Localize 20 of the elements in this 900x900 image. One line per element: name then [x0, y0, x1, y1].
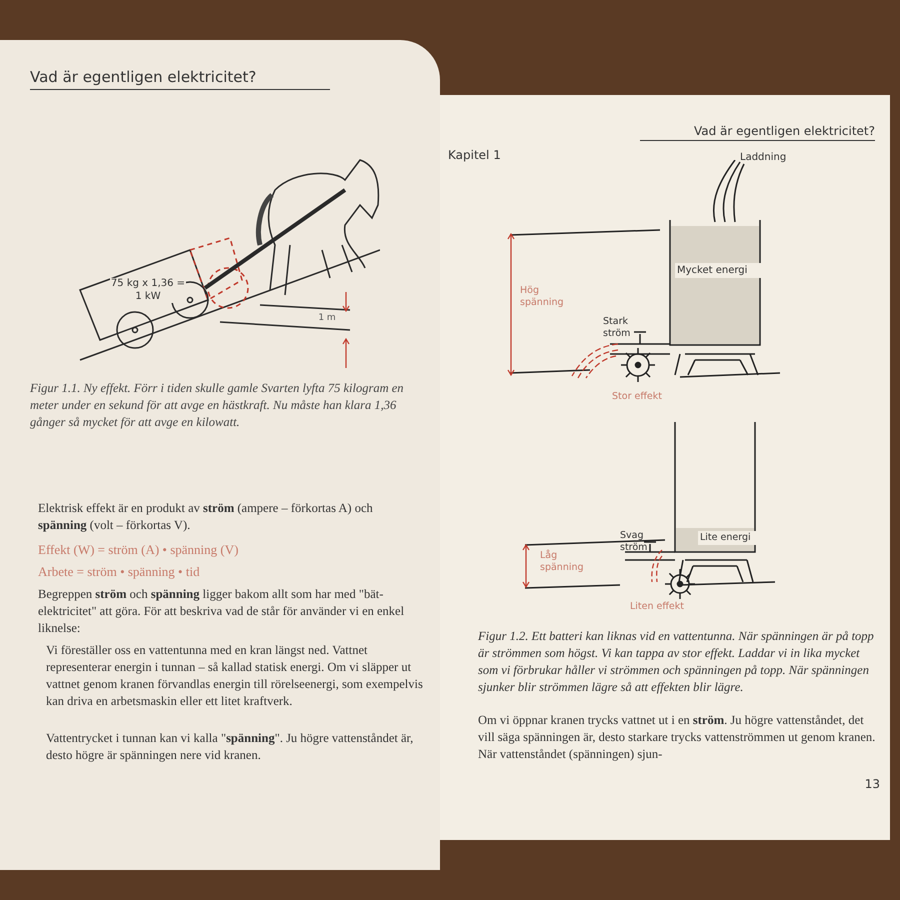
- figure-caption: Figur 1.2. Ett batteri kan liknas vid en vattentunna. När spänningen är på topp är strömmen som högst. Vi kan tappa av stor effekt. Laddar vi in lika mycket som vi förbrukar håller vi strömmen och spänningen på topp. När spänningen sjunker blir strömmen lägre så att effekten blir lägre.: [478, 628, 875, 696]
- figure-caption: Figur 1.1. Ny effekt. Förr i tiden skulle gamle Svarten lyfta 75 kilogram en meter under en sekund för att avge en hästkraft. Nu måste han klara 1,36 gånger så mycket för att avge en kilowatt.: [30, 380, 405, 431]
- drawing-label: Laddning: [740, 151, 788, 165]
- drawing-label: Hög spänning: [520, 285, 565, 309]
- drawing-label: Liten effekt: [630, 600, 686, 614]
- running-header: Vad är egentligen elektricitet?: [640, 122, 875, 141]
- body-paragraph: Vi föreställer oss en vattentunna med en kran längst ned. Vattnet representerar energin i tunnan – så kallad statisk energi. Om vi släpper ut vattnet genom kranen förvandlas energin till rörelseenergi, som exempelvis kan driva en arbetsmaskin eller ett litet kraftverk.: [46, 642, 423, 710]
- page-number: 13: [864, 776, 880, 793]
- formula: Arbete = ström • spänning • tid: [38, 563, 201, 581]
- body-paragraph: Vattentrycket i tunnan kan vi kalla "spänning". Ju högre vattenståndet är, desto högre är spänningen nere vid kranen.: [46, 730, 414, 764]
- drawing-label: Stark ström: [603, 316, 632, 340]
- drawing-label: Svag ström: [620, 530, 648, 554]
- formula: Effekt (W) = ström (A) • spänning (V): [38, 541, 240, 559]
- running-header: Vad är egentligen elektricitet?: [30, 66, 330, 90]
- chapter-header: Kapitel 1: [448, 147, 502, 164]
- body-paragraph: Elektrisk effekt är en produkt av ström (ampere – förkortas A) och spänning (volt – förkortas V).: [38, 500, 374, 534]
- body-paragraph: Begreppen ström och spänning ligger bakom allt som har med "bät- elektricitet" att göra. För att beskriva vad de står för använder vi en enkel liknelse:: [38, 586, 406, 637]
- cart-formula: 75 kg x 1,36 = 1 kW: [110, 278, 186, 303]
- drawing-label: Stor effekt: [612, 390, 663, 404]
- drawing-label: Låg spänning: [540, 550, 585, 574]
